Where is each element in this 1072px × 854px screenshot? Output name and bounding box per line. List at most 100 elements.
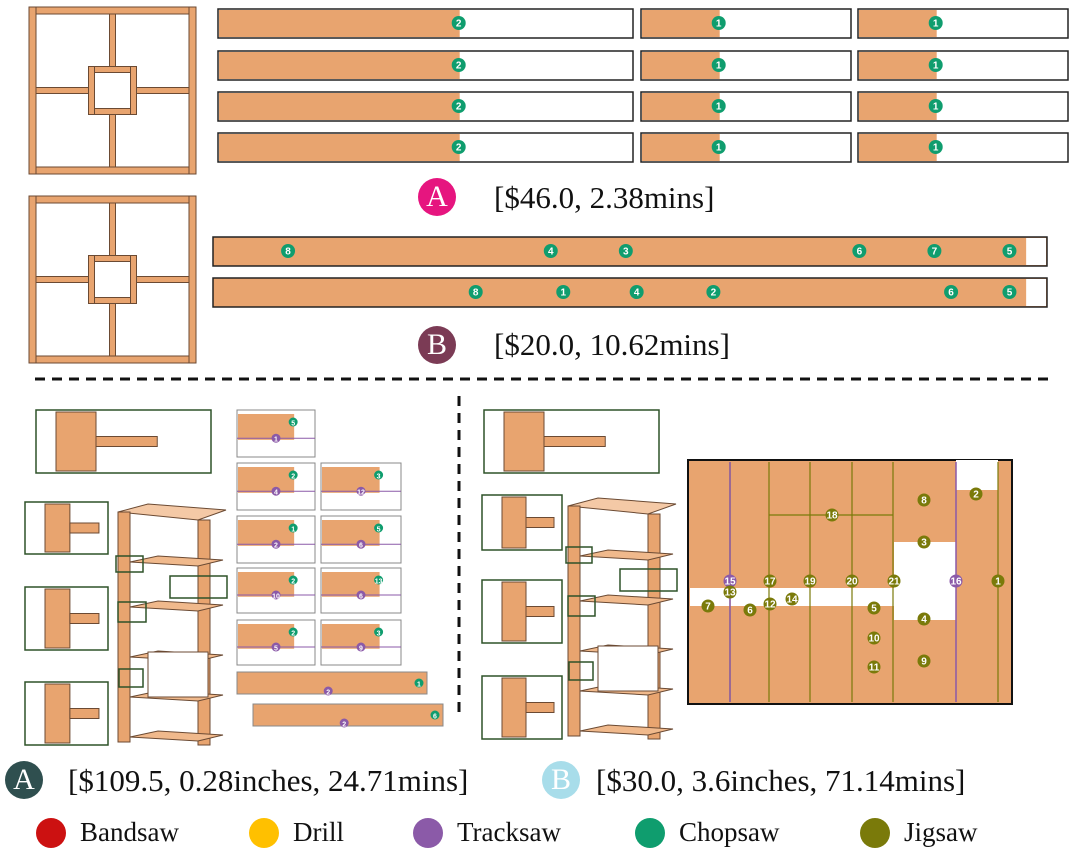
sheet-part	[238, 414, 295, 440]
cut-marker: 4	[271, 486, 281, 497]
sheet-panel: 24	[236, 462, 316, 511]
marker-dot	[949, 574, 963, 588]
marker-label: 7	[932, 247, 938, 258]
sheet-panel: 25	[236, 619, 316, 666]
board-offcut	[1026, 279, 1046, 306]
sheet-void	[956, 460, 998, 490]
marker-dot	[887, 574, 901, 588]
sheet-part	[238, 467, 295, 493]
cut-marker: 1	[711, 99, 726, 113]
detail-inset	[35, 409, 212, 474]
marker-dot	[867, 631, 881, 645]
shelf-top	[117, 503, 227, 521]
board-cut-part	[642, 93, 720, 120]
cut-marker: 3	[374, 470, 384, 481]
marker-label: 1	[933, 61, 939, 72]
marker-label: 6	[359, 543, 363, 550]
inset-callout	[118, 668, 144, 688]
sheet-panel: 136	[320, 567, 402, 614]
sheet-part	[238, 572, 295, 597]
marker-label: 1	[274, 437, 278, 444]
marker-dot	[743, 603, 757, 617]
plan-b-caption: [$20.0, 10.62mins]	[494, 327, 730, 362]
marker-label: 1	[933, 19, 939, 30]
marker-label: 10	[272, 594, 280, 601]
marker-label: 2	[291, 631, 295, 638]
frame-mullion	[35, 276, 89, 283]
marker-dot	[271, 590, 281, 600]
marker-dot	[271, 539, 281, 549]
marker-dot	[451, 140, 466, 154]
marker-label: 2	[456, 102, 462, 113]
marker-label: 2	[456, 61, 462, 72]
cut-marker: 2	[323, 686, 333, 697]
marker-label: 6	[948, 288, 954, 299]
marker-dot	[618, 244, 633, 258]
frame-mullion	[109, 13, 116, 67]
marker-dot	[288, 523, 298, 533]
marker-label: 13	[724, 588, 736, 599]
sheet-part	[238, 624, 295, 649]
chopsaw-swatch	[635, 817, 665, 848]
cut-marker: 10	[271, 590, 281, 601]
marker-label: 6	[857, 247, 863, 258]
shelf-a-badge: A	[5, 761, 43, 799]
board-cut-part	[859, 93, 937, 120]
legend-label: Drill	[293, 817, 344, 847]
board-cut-part	[642, 52, 720, 79]
cut-marker: 3	[917, 535, 931, 549]
sheet-part	[322, 467, 380, 493]
marker-dot	[928, 140, 943, 154]
bandsaw-swatch	[36, 817, 66, 848]
marker-dot	[991, 574, 1005, 588]
cut-marker: 6	[944, 285, 959, 299]
shelf-board	[129, 600, 224, 612]
marker-dot	[723, 574, 737, 588]
inset-callout	[115, 555, 144, 573]
sheet-strip-part	[252, 703, 444, 727]
cut-marker: 7	[927, 244, 942, 258]
marker-label: 1	[716, 102, 722, 113]
marker-dot	[1002, 285, 1017, 299]
frame-top-rail	[28, 6, 197, 15]
sheet-void	[690, 588, 910, 606]
marker-dot	[917, 612, 931, 626]
cut-marker: 17	[763, 574, 777, 588]
marker-label: 5	[1007, 288, 1013, 299]
cut-marker: 13	[723, 585, 737, 599]
marker-dot	[711, 140, 726, 154]
shelf-board	[129, 730, 224, 742]
marker-dot	[468, 285, 483, 299]
legend-label: Bandsaw	[80, 817, 179, 847]
marker-label: 2	[274, 543, 278, 550]
frame-right-stile	[188, 6, 197, 175]
marker-dot	[944, 285, 959, 299]
board-cut-part	[219, 134, 460, 161]
marker-dot	[414, 678, 424, 688]
marker-label: 4	[921, 615, 927, 626]
board: 1	[857, 91, 1069, 122]
marker-label: 19	[804, 577, 816, 588]
cut-marker: 12	[763, 597, 777, 611]
marker-label: 6	[747, 606, 753, 617]
marker-label: 1	[716, 61, 722, 72]
cut-marker: 8	[468, 285, 483, 299]
marker-label: 1	[716, 143, 722, 154]
board-cut-part	[859, 134, 937, 161]
marker-label: 16	[950, 577, 962, 588]
inset-joint	[69, 708, 100, 719]
sheet-panel: 312	[320, 462, 402, 511]
inset-joint	[69, 613, 100, 624]
cut-marker: 2	[288, 627, 298, 638]
marker-dot	[451, 58, 466, 72]
cut-marker: 1	[928, 16, 943, 30]
legend-jigsaw: Jigsaw	[860, 817, 978, 848]
cut-marker: 10	[867, 631, 881, 645]
marker-dot	[763, 597, 777, 611]
cut-marker: 3	[618, 244, 633, 258]
cut-marker: 2	[288, 575, 298, 586]
cut-marker: 1	[991, 574, 1005, 588]
marker-dot	[917, 493, 931, 507]
